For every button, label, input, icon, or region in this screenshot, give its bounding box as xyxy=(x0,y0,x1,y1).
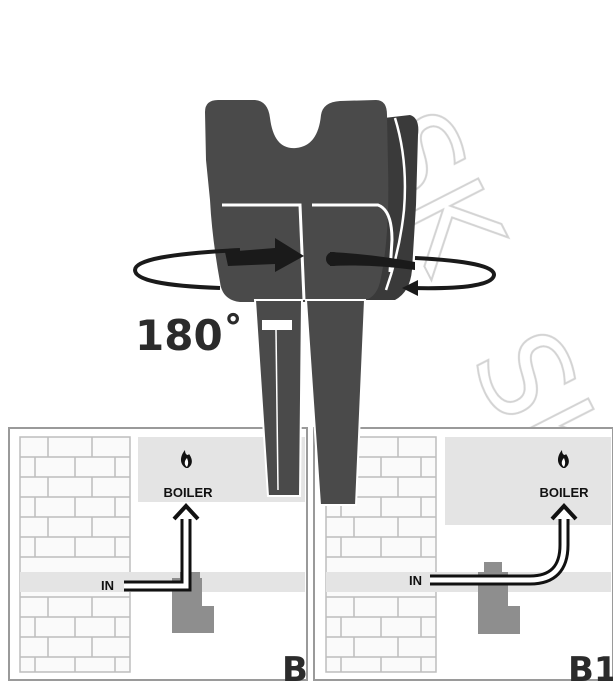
panel-label-b: B xyxy=(282,650,308,686)
flame-icon xyxy=(558,450,569,468)
pipe-arrowhead-b1 xyxy=(550,503,578,521)
adapter-body xyxy=(205,100,389,302)
boiler-zone-b1 xyxy=(445,437,611,525)
boiler-label-b1: BOILER xyxy=(539,485,589,500)
in-label-b1: IN xyxy=(409,573,422,588)
panel-b1: BOILER IN B1 xyxy=(313,427,613,686)
brick-wall-b xyxy=(19,436,131,673)
rotation-arc-back xyxy=(132,248,241,290)
rotation-label: 180˚ xyxy=(135,311,244,360)
rotation-arrow-main xyxy=(225,238,304,272)
in-label-b: IN xyxy=(101,578,114,593)
boiler-label-b: BOILER xyxy=(163,485,213,500)
adapter-spigot-left xyxy=(253,299,304,497)
pipe-arrowhead-b xyxy=(172,503,200,521)
panel-label-b1: B1 xyxy=(568,650,613,686)
rotation-arrowhead-small xyxy=(402,280,418,296)
flue-adapter xyxy=(132,100,496,506)
adapter-spigot-right xyxy=(304,299,367,506)
panel-b: BOILER IN B xyxy=(8,427,308,686)
flame-icon xyxy=(181,450,192,468)
